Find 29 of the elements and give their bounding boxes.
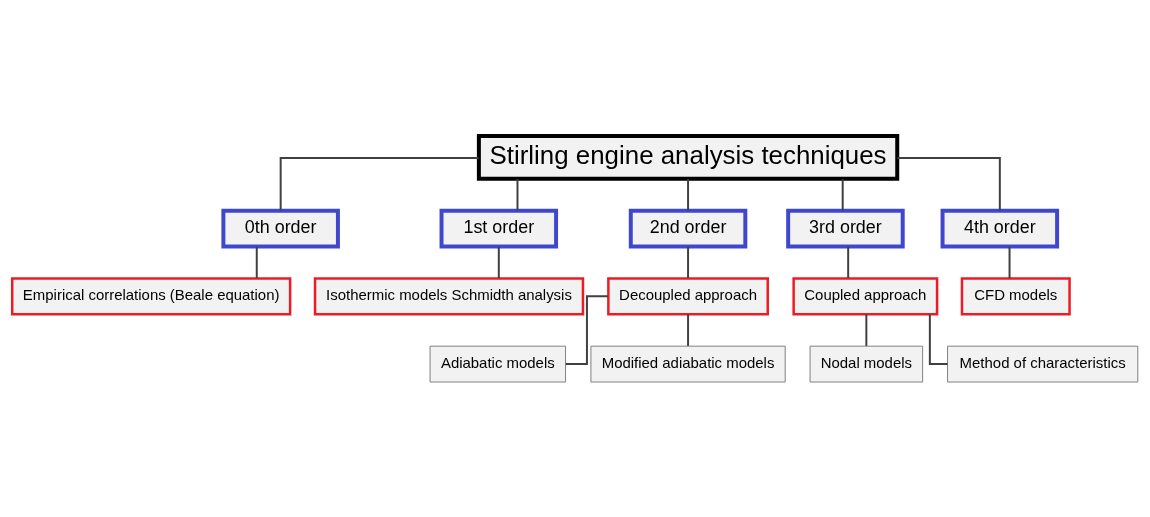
connector (841, 177, 844, 211)
node-box: 0th order (221, 208, 340, 249)
node-box: Method of characteristics (947, 345, 1139, 382)
node-box: Nodal models (809, 345, 924, 382)
connector (497, 245, 500, 279)
connector (687, 245, 690, 279)
node-box: Coupled approach (792, 276, 939, 316)
connector (564, 294, 609, 365)
connector (279, 156, 480, 211)
node-box: 2nd order (628, 208, 748, 249)
connector (847, 245, 850, 279)
connector (255, 245, 258, 279)
connector (516, 177, 519, 211)
node-box: 4th order (940, 208, 1060, 249)
node-box: 3rd order (786, 208, 905, 249)
node-box: Decoupled approach (607, 276, 769, 316)
connector (687, 313, 690, 347)
connector (865, 313, 868, 347)
node-box: Adiabatic models (429, 345, 567, 382)
connector (687, 177, 690, 211)
node-box: Modified adiabatic models (590, 345, 786, 382)
connector (896, 156, 1001, 211)
connector (1008, 245, 1011, 279)
node-box: Stirling engine analysis techniques (476, 133, 900, 181)
connector (928, 313, 949, 365)
node-box: 1st order (439, 208, 559, 249)
node-box: CFD models (960, 276, 1071, 316)
node-box: Empirical correlations (Beale equation) (10, 276, 292, 316)
node-box: Isothermic models Schmidth analysis (313, 276, 585, 316)
